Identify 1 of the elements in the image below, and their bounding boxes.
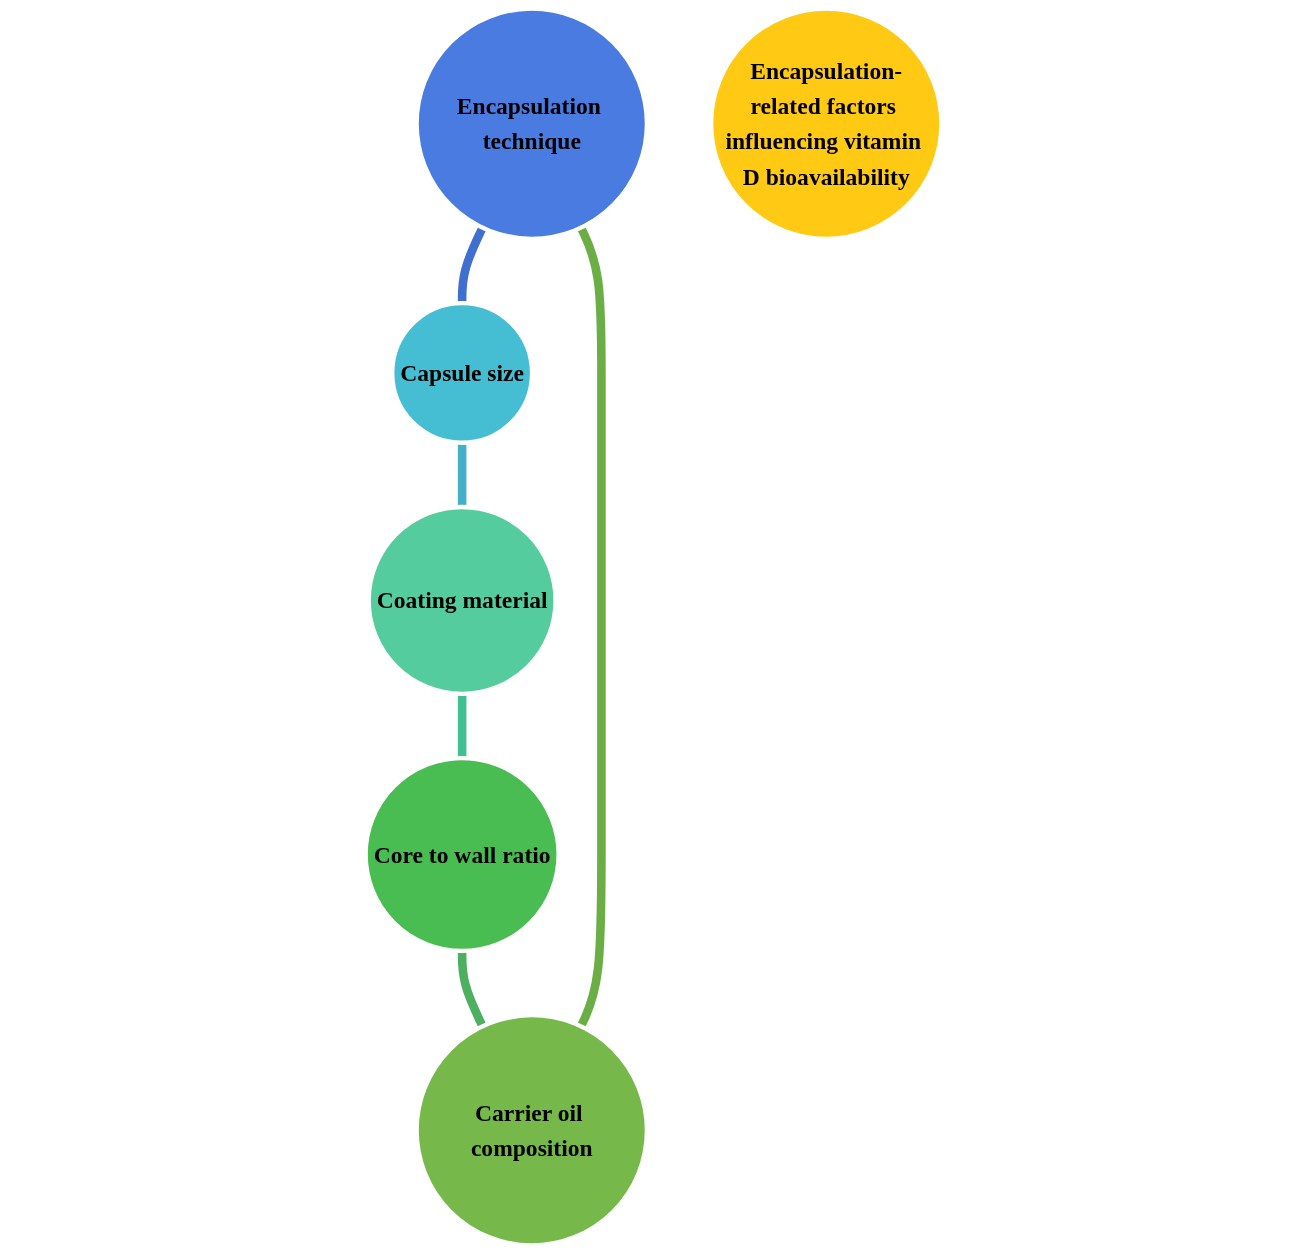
connector bbox=[577, 225, 606, 1029]
